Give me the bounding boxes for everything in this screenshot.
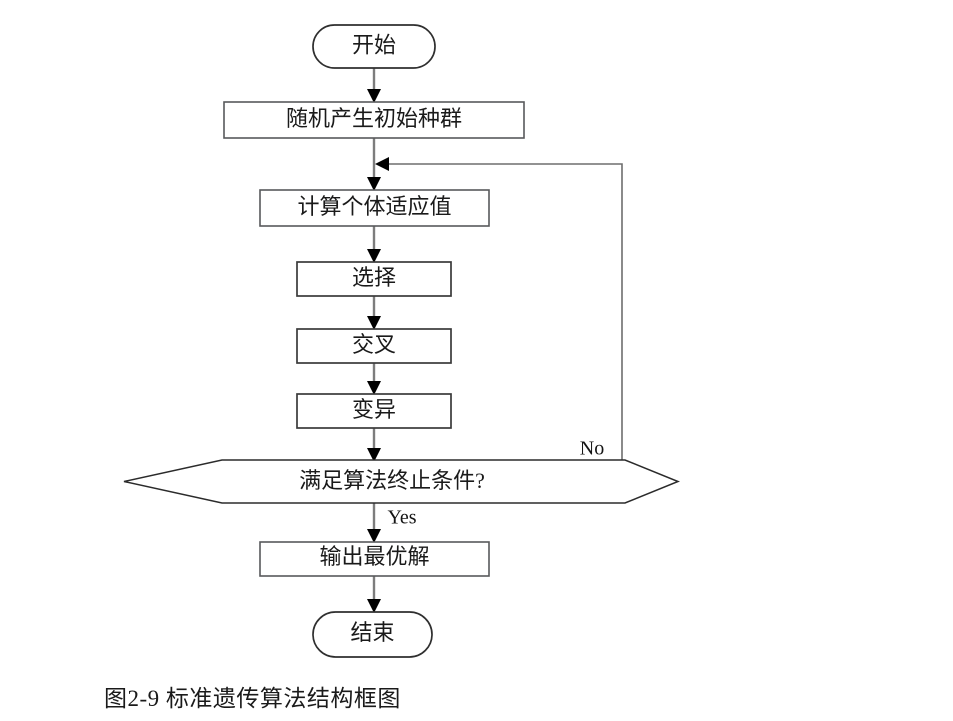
edge-mutation-to-decision xyxy=(367,428,381,462)
node-init-population-label: 随机产生初始种群 xyxy=(286,106,462,131)
node-output-best-label: 输出最优解 xyxy=(319,544,429,569)
node-mutation-label: 变异 xyxy=(352,397,396,422)
node-mutation[interactable]: 变异 xyxy=(296,393,452,429)
node-end-label: 结束 xyxy=(350,620,394,645)
node-selection-label: 选择 xyxy=(352,265,396,290)
node-termination-condition[interactable]: 满足算法终止条件? xyxy=(123,459,680,504)
node-crossover-label: 交叉 xyxy=(352,332,396,357)
node-calc-fitness[interactable]: 计算个体适应值 xyxy=(259,189,490,227)
node-init-population[interactable]: 随机产生初始种群 xyxy=(223,101,525,139)
edge-init-to-fitness xyxy=(367,138,381,191)
node-start[interactable]: 开始 xyxy=(312,24,436,69)
edge-label-no: No xyxy=(580,438,604,460)
node-calc-fitness-label: 计算个体适应值 xyxy=(297,194,451,219)
edge-crossover-to-mutation xyxy=(367,363,381,395)
node-output-best[interactable]: 输出最优解 xyxy=(259,541,490,577)
edge-label-yes: Yes xyxy=(387,507,416,529)
edge-decision-to-output xyxy=(367,503,381,543)
edge-select-to-crossover xyxy=(367,296,381,330)
node-start-label: 开始 xyxy=(352,33,396,58)
edge-output-to-end xyxy=(367,575,381,613)
figure-caption: 图2-9 标准遗传算法结构框图 xyxy=(104,686,401,711)
node-termination-condition-label: 满足算法终止条件? xyxy=(299,468,485,493)
node-selection[interactable]: 选择 xyxy=(296,261,452,297)
edge-start-to-init xyxy=(367,68,381,103)
node-end[interactable]: 结束 xyxy=(312,611,433,658)
node-crossover[interactable]: 交叉 xyxy=(296,328,452,364)
edge-fitness-to-select xyxy=(367,226,381,263)
